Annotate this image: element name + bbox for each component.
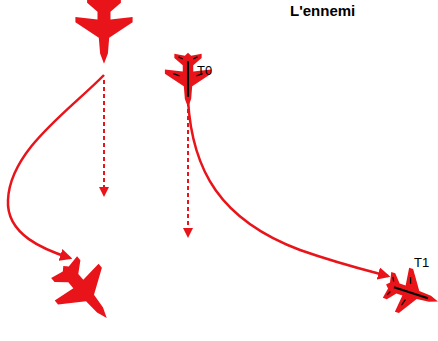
diagram-title: L'ennemi xyxy=(290,2,355,19)
jet xyxy=(41,248,128,337)
turn-path xyxy=(188,100,388,276)
jet xyxy=(75,0,132,64)
enemy-jet xyxy=(165,53,211,108)
time-label: T1 xyxy=(414,255,429,270)
turn-path xyxy=(8,75,104,258)
time-label: T0 xyxy=(197,63,212,78)
enemy-jet xyxy=(379,263,438,324)
straight-path xyxy=(103,80,105,195)
